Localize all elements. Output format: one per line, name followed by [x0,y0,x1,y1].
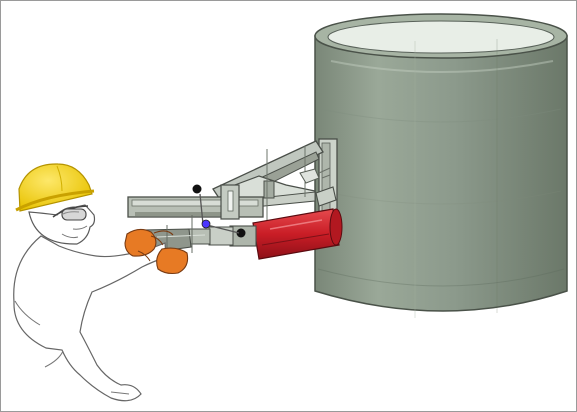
storage-tank-icon [315,14,567,318]
